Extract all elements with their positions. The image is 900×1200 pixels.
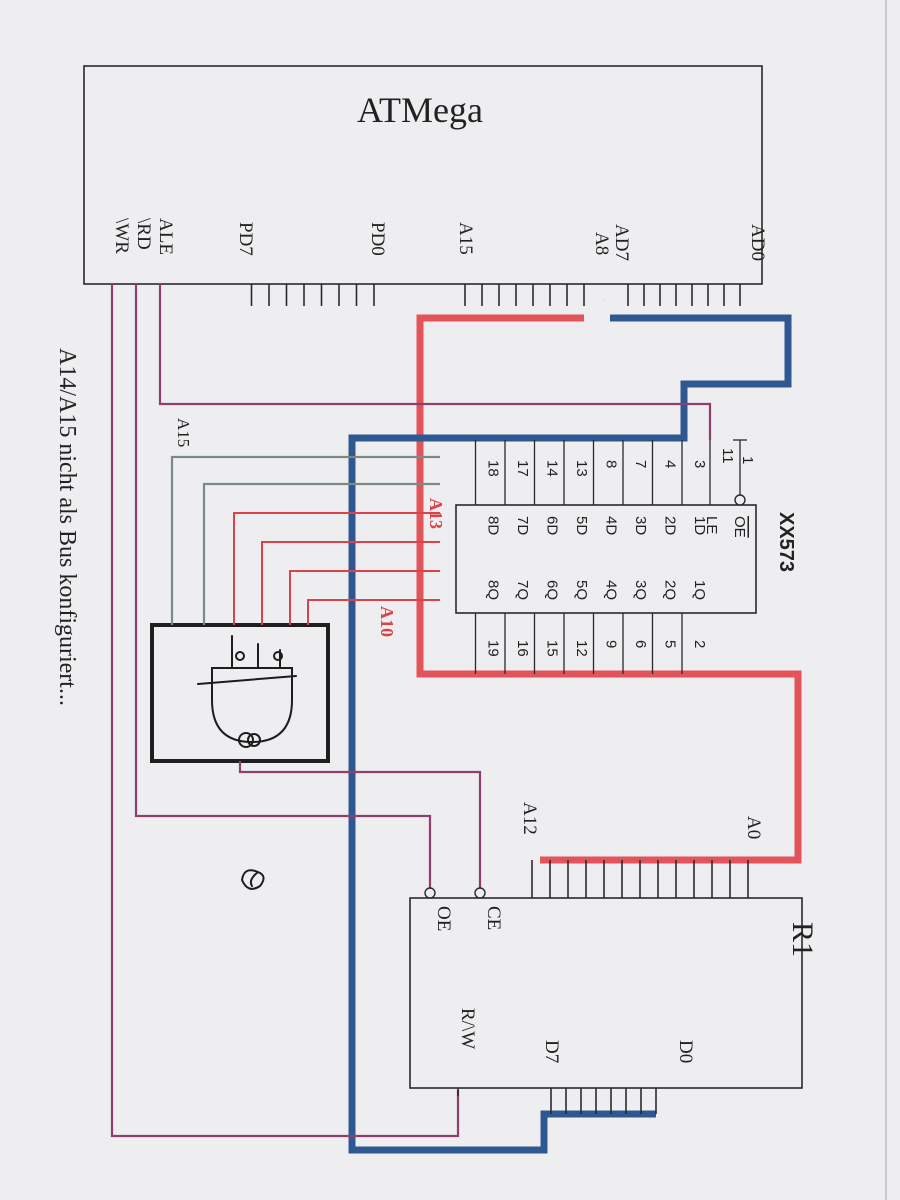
wire-rd xyxy=(134,284,432,892)
latch-d-pin-num: 3 xyxy=(691,460,708,468)
latch-d-pin-num: 14 xyxy=(544,460,561,477)
latch-d-pin-num: 8 xyxy=(603,460,620,468)
wire-decoder-ce xyxy=(238,761,482,892)
pin-rd: \RD xyxy=(133,218,154,250)
pin-ale: ALE xyxy=(155,218,176,255)
wire-wr xyxy=(110,284,460,1138)
atmega-title: ATMega xyxy=(357,90,483,130)
ram-title: R1 xyxy=(786,922,819,957)
ram-pin-stubs xyxy=(457,860,749,1114)
latch-d-pin-label: 4D xyxy=(603,516,620,535)
latch-q-pin-num: 5 xyxy=(662,640,679,648)
pin-ad0: AD0 xyxy=(747,224,768,261)
footnote: A14/A15 nicht als Bus konfiguriert... xyxy=(54,348,80,706)
latch-q-pin-num: 12 xyxy=(573,640,590,657)
latch-d-pin-label: 2D xyxy=(662,516,679,535)
ce-bubble xyxy=(474,887,486,899)
latch-q-pin-num: 15 xyxy=(544,640,561,657)
latch-d-pin-num: 4 xyxy=(662,460,679,468)
ram-ce: CE xyxy=(483,906,504,930)
latch-q-pin-label: 1Q xyxy=(691,580,708,600)
latch-d-pin-label: 7D xyxy=(514,516,531,535)
latch-d-pin-label: 3D xyxy=(632,516,649,535)
latch-d-pin-num: 7 xyxy=(632,460,649,468)
latch-d-pin-num: 13 xyxy=(573,460,590,477)
ram-oe: OE xyxy=(433,906,454,931)
wire-a10-red xyxy=(307,599,440,625)
latch-d-pin-num: 17 xyxy=(514,460,531,477)
latch-q-pin-label: 3Q xyxy=(632,580,649,600)
le-label: LE xyxy=(703,516,720,534)
pin-pd0: PD0 xyxy=(367,222,388,256)
ram-d7: D7 xyxy=(541,1040,562,1063)
latch-q-pin-label: 7Q xyxy=(514,580,531,600)
oe-label: OE xyxy=(731,516,748,538)
wire-a13-red xyxy=(233,512,440,625)
latch-d-pin-label: 6D xyxy=(544,516,561,535)
latch-d-pin-label: 1D xyxy=(691,516,708,535)
latch-q-pin-label: 2Q xyxy=(662,580,679,600)
latch-q-pin-label: 8Q xyxy=(485,580,502,600)
wire-ale xyxy=(158,284,712,440)
wire-a14-gray xyxy=(202,482,440,625)
nand-in-dot-1 xyxy=(235,651,245,661)
latch-q-pin-label: 5Q xyxy=(573,580,590,600)
latch-q-pin-num: 9 xyxy=(603,640,620,648)
wire-a15-gray xyxy=(170,455,440,625)
latch-q-pin-num: 6 xyxy=(632,640,649,648)
latch-q-pin-label: 4Q xyxy=(603,580,620,600)
atmega-block xyxy=(83,65,763,285)
nand-strike xyxy=(197,675,297,685)
oe-bubble xyxy=(734,494,746,506)
pin-wr: \WR xyxy=(111,218,132,254)
ram-a12: A12 xyxy=(519,802,540,835)
address-bus-red xyxy=(416,314,802,864)
ram-rw: R/\W xyxy=(457,1008,478,1049)
oe-pin-num: 1 xyxy=(739,456,756,464)
le-pin-num: 11 xyxy=(719,448,736,464)
wire-a11-red xyxy=(289,570,440,625)
nand-bubble xyxy=(238,732,254,748)
ram-a0: A0 xyxy=(743,816,764,839)
pin-a15: A15 xyxy=(455,222,476,255)
latch-d-pin-num: 18 xyxy=(485,460,502,477)
latch-d-pin-label: 8D xyxy=(485,516,502,535)
latch-q-pin-num: 2 xyxy=(691,640,708,648)
latch-d-pin-label: 5D xyxy=(573,516,590,535)
pin-a8: A8 xyxy=(591,232,612,255)
nand-in-dot-2 xyxy=(273,651,283,661)
data-bus-blue xyxy=(348,314,792,1154)
latch-title: XX573 xyxy=(775,512,797,572)
oe-bubble-ram xyxy=(424,887,436,899)
nand-bubble-2 xyxy=(247,733,261,747)
label-a10: A10 xyxy=(377,606,397,637)
label-a15-wire: A15 xyxy=(174,418,193,447)
latch-block xyxy=(455,504,757,614)
latch-q-outputs: 1Q 2 2Q 5 3Q 6 4Q 9 5Q 12 6Q 15 7Q 16 8Q 19 xyxy=(474,580,708,674)
pin-pd7: PD7 xyxy=(235,222,256,256)
latch-q-pin-num: 16 xyxy=(514,640,531,657)
scribble xyxy=(240,869,265,890)
wire-a12-red xyxy=(261,541,440,625)
latch-q-pin-num: 19 xyxy=(485,640,502,657)
latch-d-inputs: 3 1D 4 2D 7 3D 8 4D 13 5D 14 6D 17 7D 18 8D xyxy=(474,440,708,535)
pin-ad7: AD7 xyxy=(611,224,632,261)
ram-block xyxy=(409,897,803,1089)
ram-d0: D0 xyxy=(675,1040,696,1063)
label-a13: A13 xyxy=(426,498,446,529)
latch-q-pin-label: 6Q xyxy=(544,580,561,600)
